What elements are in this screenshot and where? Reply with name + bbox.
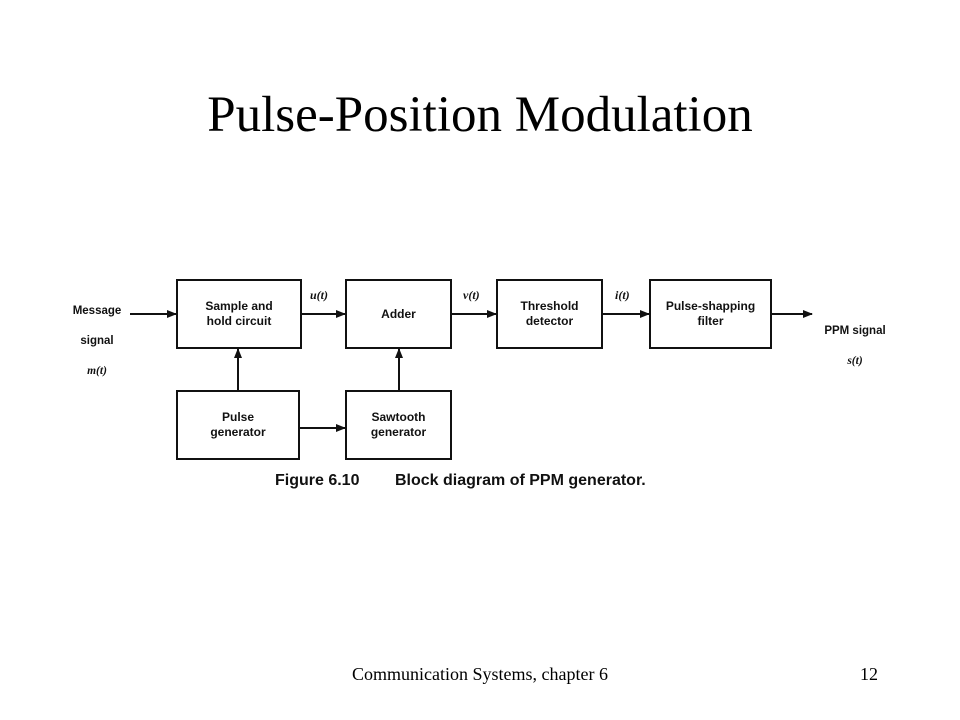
figure-caption: Figure 6.10 Block diagram of PPM generato… — [275, 472, 646, 490]
sawtooth-generator-block: Sawtooth generator — [345, 390, 452, 460]
output-label-line1: PPM signal — [824, 324, 886, 337]
sample-hold-block: Sample and hold circuit — [176, 279, 302, 349]
signal-v-label: v(t) — [463, 288, 480, 302]
slide-footer: Communication Systems, chapter 6 — [352, 664, 608, 684]
pulse-shaping-label: Pulse-shapping filter — [665, 299, 756, 328]
sample-hold-label: Sample and hold circuit — [205, 299, 273, 328]
adder-block: Adder — [345, 279, 452, 349]
threshold-detector-block: Threshold detector — [496, 279, 603, 349]
signal-u-label: u(t) — [310, 288, 328, 302]
input-label: Message signal m(t) — [62, 289, 132, 394]
figure-caption-text: Block diagram of PPM generator. — [395, 472, 646, 489]
input-label-line2: signal — [80, 334, 114, 347]
signal-i-label: i(t) — [615, 288, 630, 302]
pulse-generator-label: Pulse generator — [210, 410, 266, 439]
output-signal-symbol: s(t) — [847, 354, 863, 367]
output-label: PPM signal s(t) — [812, 309, 898, 384]
figure-number: Figure 6.10 — [275, 472, 360, 489]
slide-title: Pulse-Position Modulation — [207, 87, 753, 143]
input-signal-symbol: m(t) — [87, 364, 107, 377]
pulse-generator-block: Pulse generator — [176, 390, 300, 460]
adder-label: Adder — [381, 306, 416, 321]
sawtooth-generator-label: Sawtooth generator — [370, 410, 427, 439]
pulse-shaping-filter-block: Pulse-shapping filter — [649, 279, 772, 349]
threshold-label: Threshold detector — [520, 299, 579, 328]
page-number: 12 — [860, 664, 878, 684]
input-label-line1: Message — [72, 304, 122, 317]
